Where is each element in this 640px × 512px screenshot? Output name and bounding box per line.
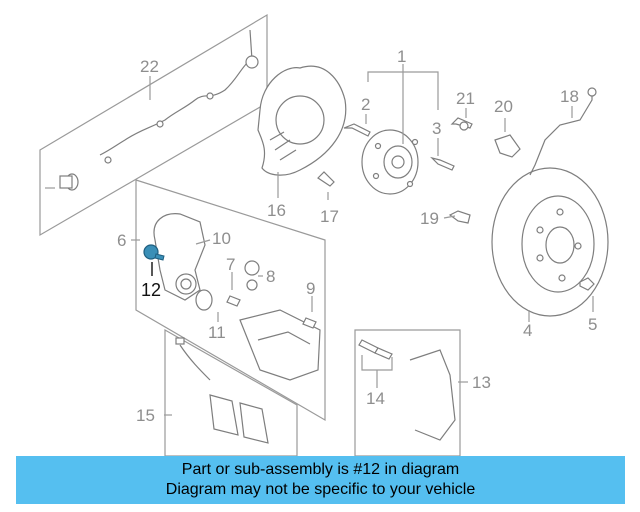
callout-8: 8 xyxy=(266,267,275,286)
callout-11: 11 xyxy=(208,323,226,342)
callout-19: 19 xyxy=(420,209,439,228)
callout-9: 9 xyxy=(306,279,315,298)
callout-1: 1 xyxy=(397,47,406,66)
callout-7: 7 xyxy=(226,255,235,274)
bolts xyxy=(317,117,595,291)
callout-3: 3 xyxy=(432,119,441,138)
info-banner: Part or sub-assembly is #12 in diagram D… xyxy=(16,456,625,504)
callout-13: 13 xyxy=(472,373,491,392)
guide-panel xyxy=(354,329,461,456)
callout-15: 15 xyxy=(136,406,155,425)
callouts: 1 2 3 4 5 6 7 8 9 10 11 12 13 14 15 16 1… xyxy=(117,47,597,425)
leader-lines xyxy=(131,64,594,416)
abs-sensor-panel xyxy=(39,13,268,237)
callout-22: 22 xyxy=(140,57,159,76)
callout-4: 4 xyxy=(523,321,532,340)
banner-line-1: Part or sub-assembly is #12 in diagram xyxy=(181,461,460,478)
callout-6: 6 xyxy=(117,231,126,250)
banner-line-2: Diagram may not be specific to your vehi… xyxy=(165,481,476,498)
caliper-panel xyxy=(135,179,326,422)
brake-line xyxy=(448,87,597,224)
callout-12: 12 xyxy=(141,280,161,300)
parts-diagram: 1 2 3 4 5 6 7 8 9 10 11 12 13 14 15 16 1… xyxy=(39,13,609,456)
brake-rotor xyxy=(491,167,609,317)
callout-2: 2 xyxy=(361,95,370,114)
brake-pads-panel xyxy=(164,328,298,456)
wheel-hub xyxy=(361,129,419,195)
callout-20: 20 xyxy=(494,97,513,116)
callout-10: 10 xyxy=(212,229,231,248)
dust-shield xyxy=(257,65,347,176)
callout-21: 21 xyxy=(456,89,475,108)
callout-14: 14 xyxy=(366,389,385,408)
callout-16: 16 xyxy=(267,201,286,220)
callout-5: 5 xyxy=(588,315,597,334)
bolt-12-highlight xyxy=(143,244,165,261)
callout-18: 18 xyxy=(560,87,579,106)
callout-17: 17 xyxy=(320,207,339,226)
